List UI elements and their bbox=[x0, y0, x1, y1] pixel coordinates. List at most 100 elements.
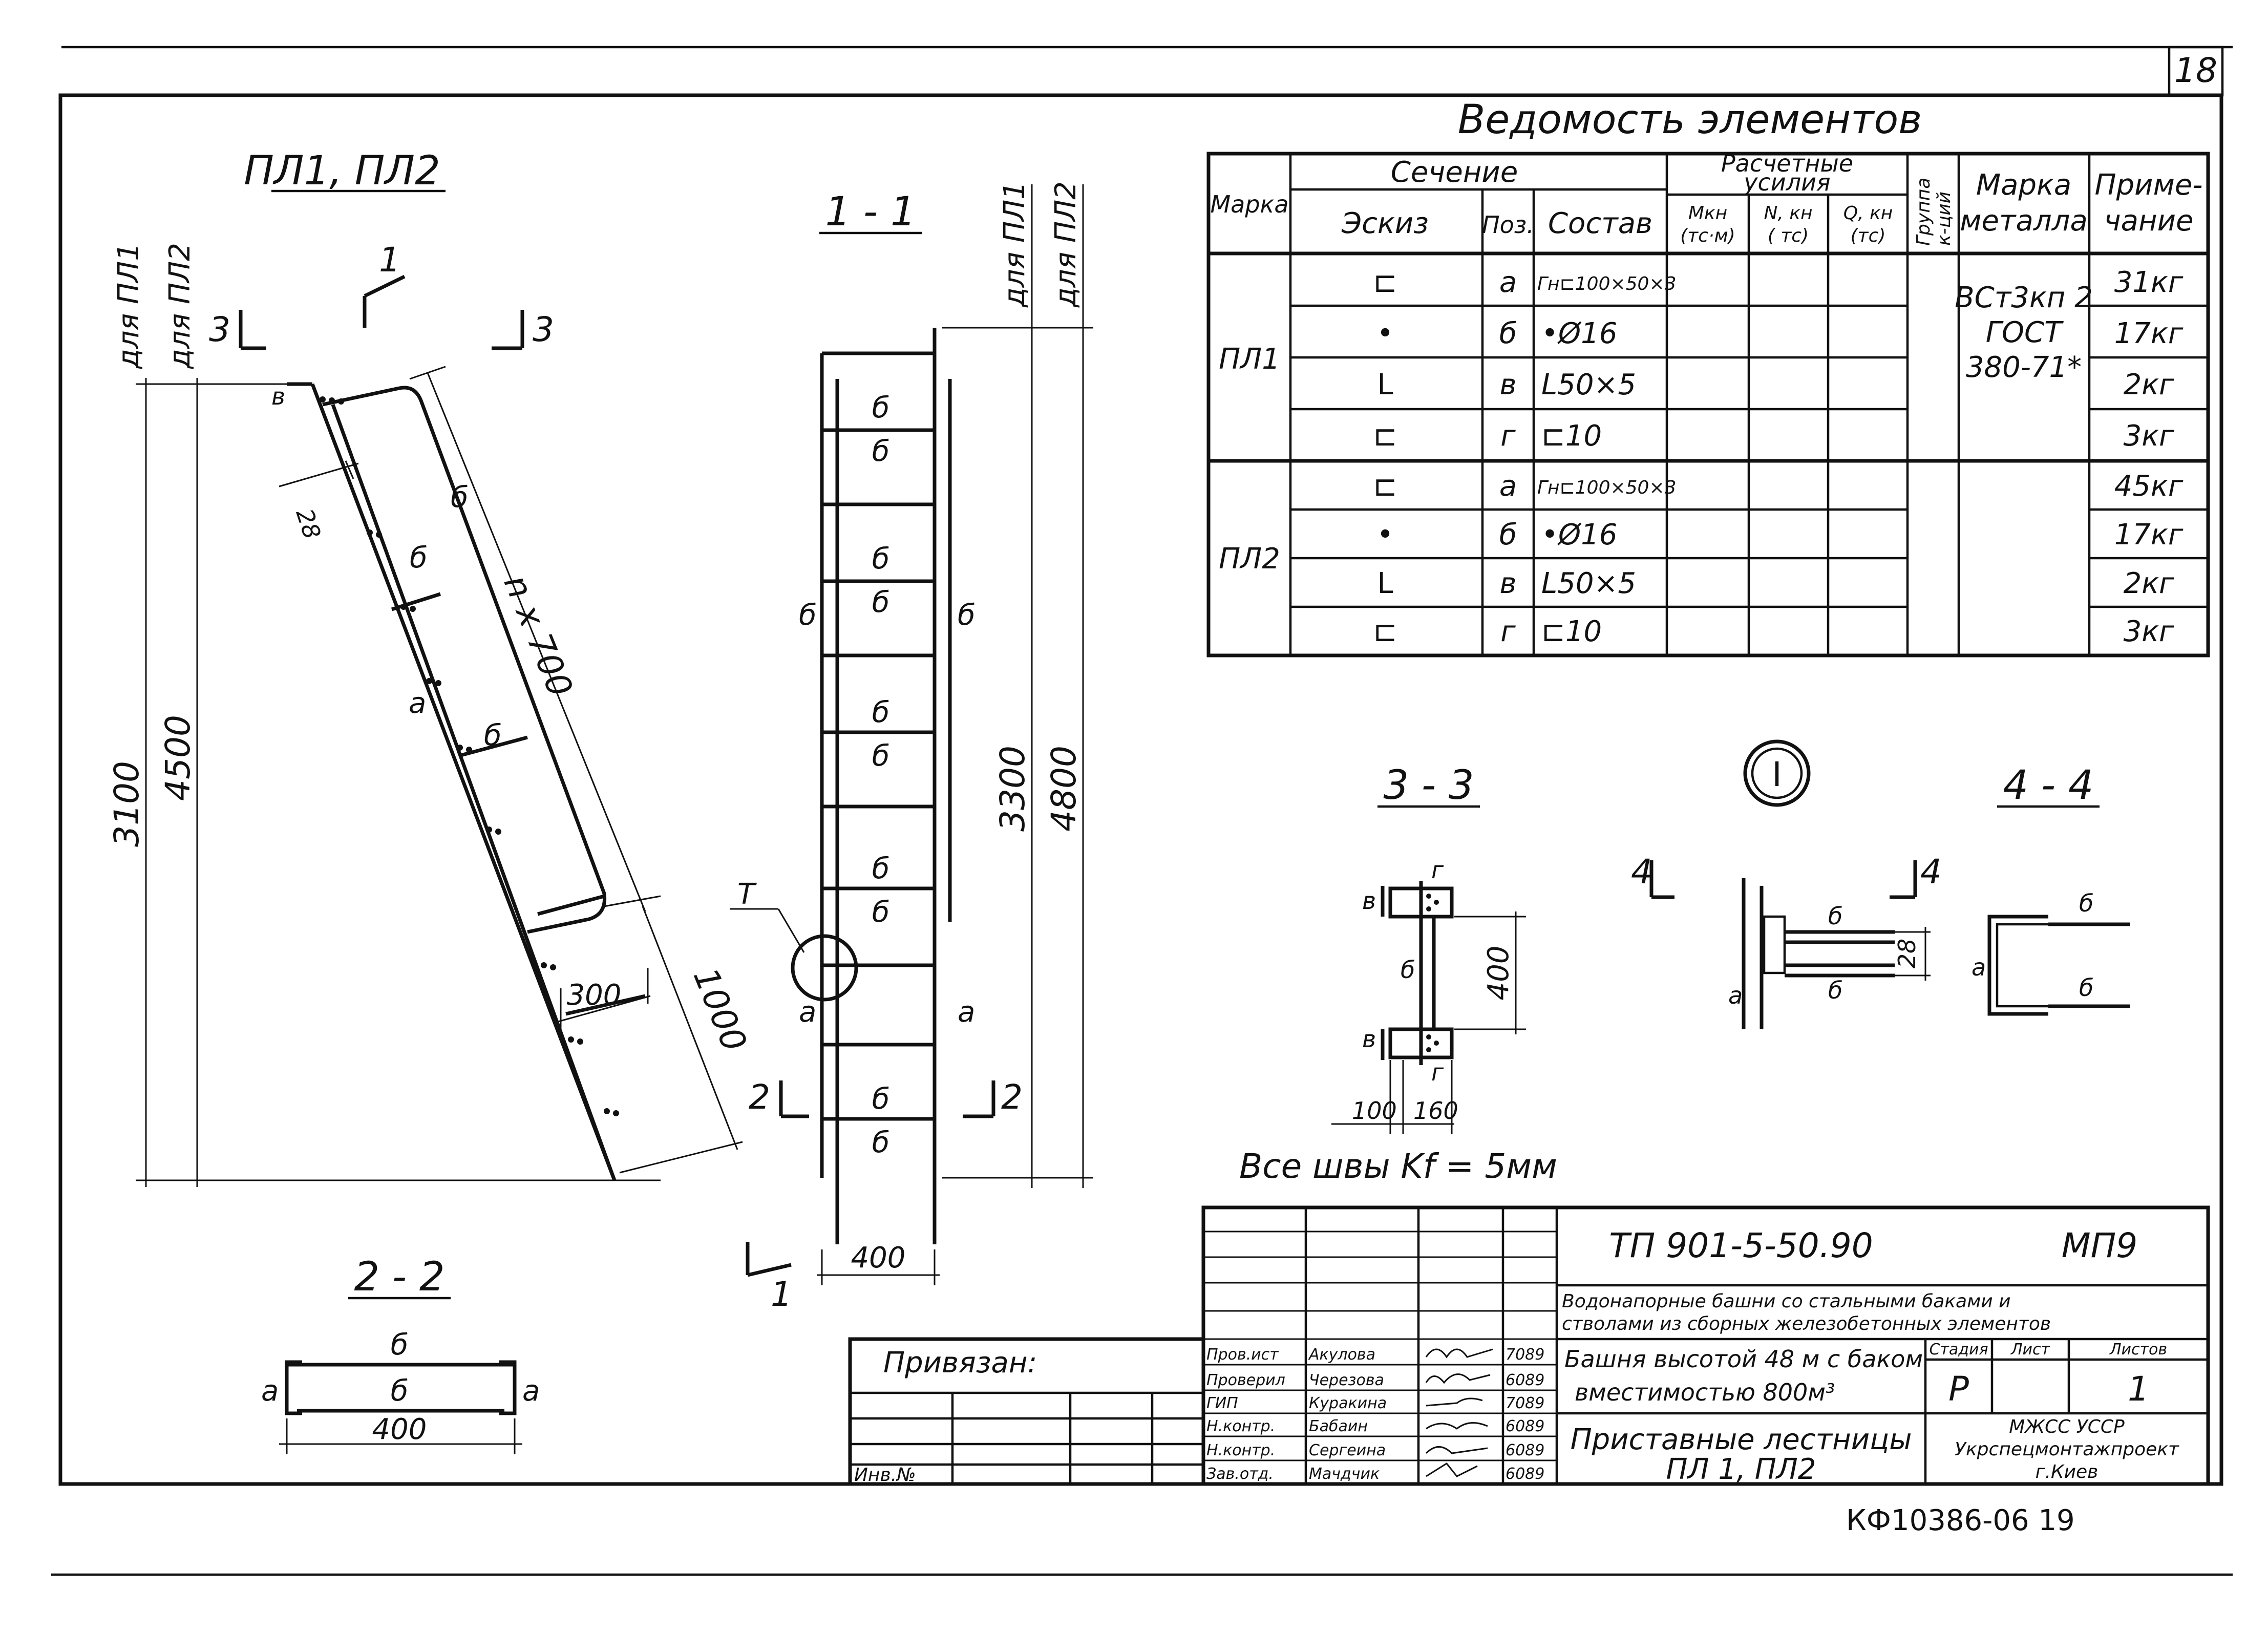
staff-4-name: Бабаин bbox=[1309, 1417, 1368, 1435]
row-2-sketch: • bbox=[1376, 317, 1393, 350]
tb-sheet-h: Лист bbox=[2010, 1341, 2051, 1359]
row-2-comp: •Ø16 bbox=[1541, 317, 1617, 350]
mark-b-11-9: б bbox=[872, 1083, 890, 1116]
th-n-1: N, кн bbox=[1764, 203, 1812, 224]
th-sostav: Состав bbox=[1548, 207, 1652, 240]
dim-4500: 4500 bbox=[158, 715, 198, 801]
mark-b-33: б bbox=[1401, 956, 1415, 984]
section-2-2: 2 - 2 б б а а 400 bbox=[261, 1254, 540, 1454]
ladder-elevation: ПЛ1, ПЛ2 1 3 3 для ПЛ1 для ПЛ2 3100 4500 bbox=[107, 148, 754, 1187]
dim-4800: 4800 bbox=[1044, 746, 1084, 832]
cut-2-right: 2 bbox=[1001, 1077, 1023, 1117]
node-i-label: I bbox=[1772, 755, 1782, 794]
row-8-sketch: ⊏ bbox=[1373, 615, 1397, 648]
row-7-note: 2кг bbox=[2124, 567, 2174, 600]
th-raschet-2: усилия bbox=[1743, 168, 1830, 196]
dim-300: 300 bbox=[567, 979, 622, 1012]
cut-4-left: 4 bbox=[1631, 852, 1652, 892]
mark-a-elev: а bbox=[409, 687, 426, 720]
th-gruppa-1: Группа bbox=[1913, 178, 1934, 246]
dim-3100: 3100 bbox=[107, 761, 146, 847]
mark-v-elev: в bbox=[271, 383, 285, 410]
row-4-note: 3кг bbox=[2124, 419, 2174, 453]
th-q-2: (тс) bbox=[1851, 225, 1886, 246]
section-1-1: 1 - 1 б б б б б б б б б б б б bbox=[730, 181, 1093, 1314]
mark-b-node-2: б bbox=[1828, 977, 1842, 1004]
row-3-pos: в bbox=[1499, 368, 1516, 401]
staff-3-role: ГИП bbox=[1206, 1394, 1238, 1412]
mark-b-11-5: б bbox=[872, 696, 890, 729]
row-3-note: 2кг bbox=[2124, 368, 2174, 401]
row-4-sketch: ⊏ bbox=[1373, 419, 1397, 453]
mark-b-11-4: б bbox=[872, 586, 890, 619]
mark-b-elev-3: б bbox=[484, 719, 502, 752]
mark-b-11-8: б bbox=[872, 896, 890, 929]
mark-b-11-3: б bbox=[872, 542, 890, 576]
bottom-code: КФ10386-06 19 bbox=[1846, 1504, 2075, 1537]
cut-2-left: 2 bbox=[749, 1077, 770, 1117]
th-eskiz: Эскиз bbox=[1341, 207, 1429, 240]
staff-5-date: 6089 bbox=[1506, 1441, 1544, 1459]
mark-a-11-left: а bbox=[799, 995, 816, 1029]
row-4-comp: ⊏10 bbox=[1541, 419, 1602, 453]
staff-2-date: 6089 bbox=[1506, 1371, 1544, 1389]
cut-1-bottom: 1 bbox=[771, 1275, 792, 1314]
tb-stage-h: Стадия bbox=[1929, 1341, 1988, 1359]
row-1-note: 31кг bbox=[2114, 266, 2184, 299]
dim-100: 100 bbox=[1352, 1097, 1397, 1125]
row-6-pos: б bbox=[1499, 518, 1517, 552]
th-prim-1: Приме- bbox=[2095, 168, 2203, 202]
row-1-sketch: ⊏ bbox=[1373, 266, 1397, 299]
row-1-pos: а bbox=[1499, 266, 1517, 299]
tb-desc-1: Водонапорные башни со стальными баками и bbox=[1562, 1291, 2011, 1312]
staff-5-role: Н.контр. bbox=[1206, 1441, 1275, 1459]
th-gruppa-2: к-ций bbox=[1934, 192, 1955, 246]
label-for-pl1-left: для ПЛ1 bbox=[112, 243, 145, 369]
label-for-pl2-right: для ПЛ2 bbox=[1049, 181, 1083, 308]
mark-b-11-right: б bbox=[958, 599, 976, 632]
cut-4-right: 4 bbox=[1920, 852, 1942, 892]
mark-b-11-10: б bbox=[872, 1126, 890, 1159]
tb-code: ТП 901-5-50.90 bbox=[1609, 1226, 1873, 1265]
tb-sheet-mark: МП9 bbox=[2062, 1226, 2138, 1265]
mark-b-11-7: б bbox=[872, 852, 890, 885]
elements-table: Ведомость элементов Марка Сечение bbox=[1206, 97, 2210, 658]
staff-2-role: Проверил bbox=[1206, 1371, 1285, 1389]
row-7-comp: L50×5 bbox=[1541, 567, 1636, 600]
section-3-3: 3 - 3 400 100 160 г г в в б Все швы bbox=[1239, 762, 1557, 1186]
staff-1-name: Акулова bbox=[1308, 1346, 1375, 1364]
row-6-note: 17кг bbox=[2114, 518, 2184, 552]
label-for-pl2-left: для ПЛ2 bbox=[163, 243, 197, 369]
mark-v-33-bot: в bbox=[1362, 1025, 1376, 1053]
staff-6-name: Мачдчик bbox=[1309, 1465, 1380, 1483]
mark-b-44-bot: б bbox=[2079, 974, 2093, 1002]
mark-g-33-top: г bbox=[1431, 856, 1444, 884]
metal-line-1: ВСт3кп 2 bbox=[1955, 281, 2093, 314]
row-7-sketch: L bbox=[1377, 567, 1393, 600]
mark-a-22-left: а bbox=[261, 1374, 279, 1408]
mark-b-11-1: б bbox=[872, 391, 890, 425]
tb-tower-2: вместимостью 800м³ bbox=[1575, 1378, 1835, 1406]
mark-b-11-left: б bbox=[799, 599, 817, 632]
th-metal-1: Марка bbox=[1976, 168, 2071, 202]
main-view-title: ПЛ1, ПЛ2 bbox=[244, 148, 440, 194]
th-sechenie: Сечение bbox=[1391, 156, 1518, 189]
node-i: I 4 4 28 б б а bbox=[1631, 739, 1942, 1029]
staff-2-name: Черезова bbox=[1309, 1371, 1384, 1389]
row-3-sketch: L bbox=[1377, 368, 1393, 401]
th-m-2: (тс·м) bbox=[1680, 225, 1735, 246]
mark-a-22-right: а bbox=[522, 1374, 540, 1408]
row-5-comp: Гн⊏100×50×3 bbox=[1537, 477, 1677, 498]
mark-g-33-bot: г bbox=[1431, 1058, 1444, 1086]
mark-b-44-top: б bbox=[2079, 889, 2093, 917]
staff-4-date: 6089 bbox=[1506, 1417, 1544, 1435]
mark-b-11-2: б bbox=[872, 435, 890, 468]
row-4-pos: г bbox=[1500, 419, 1516, 453]
staff-6-date: 6089 bbox=[1506, 1465, 1544, 1483]
staff-3-date: 7089 bbox=[1506, 1394, 1544, 1412]
mark-t: Т bbox=[737, 878, 757, 911]
section-1-1-title: 1 - 1 bbox=[825, 189, 916, 235]
mark-v-33-top: в bbox=[1362, 887, 1376, 915]
staff-6-role: Зав.отд. bbox=[1206, 1465, 1274, 1483]
row-8-pos: г bbox=[1500, 615, 1516, 648]
